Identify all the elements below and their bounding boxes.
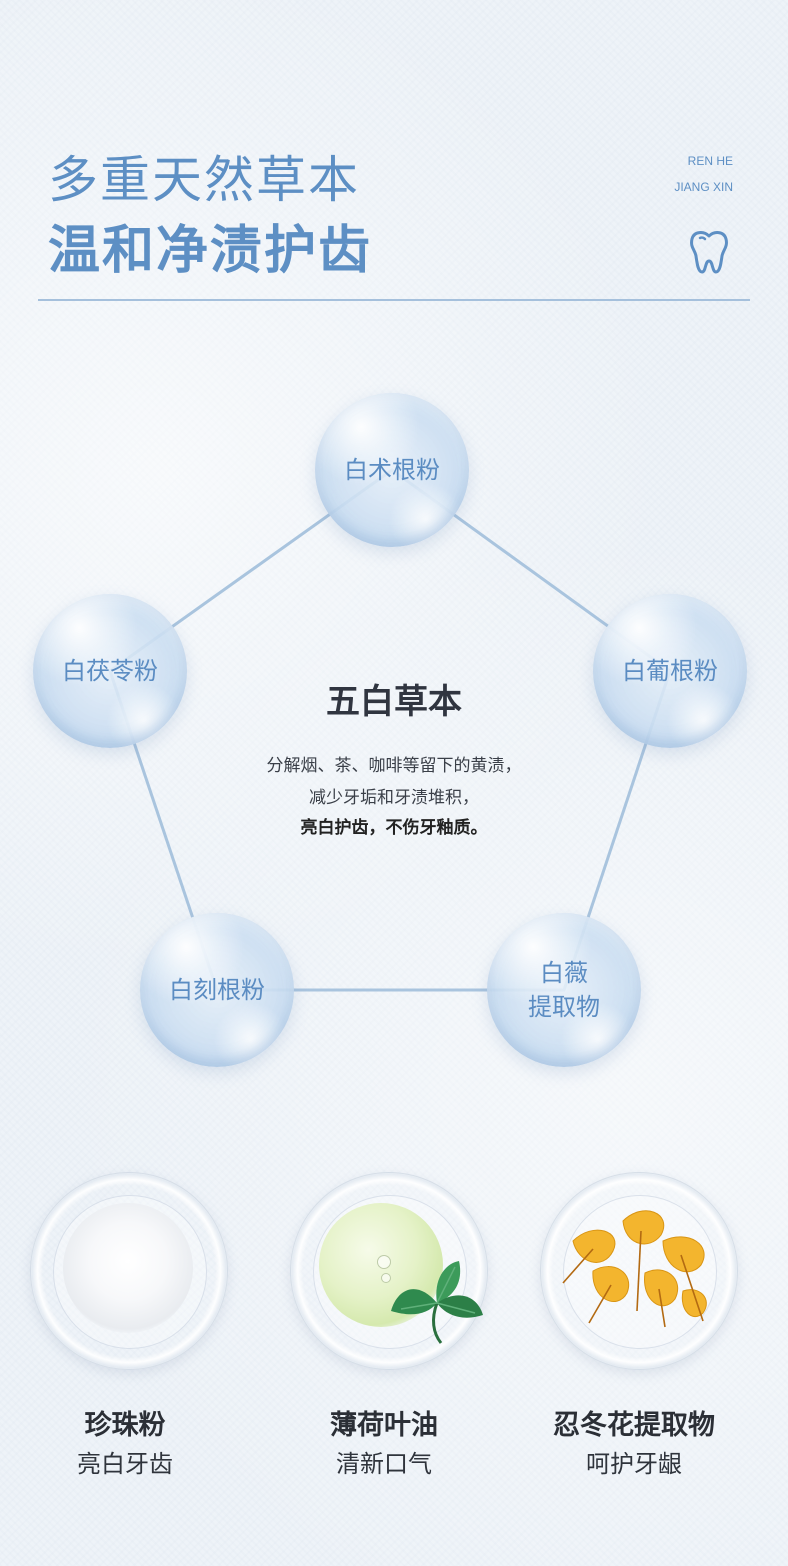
ingredient-name-mint: 薄荷叶油 xyxy=(330,1410,438,1441)
bubble-label: 白茯苓粉 xyxy=(62,657,158,685)
ingredient-benefit-pearl: 亮白牙齿 xyxy=(77,1450,173,1478)
bubble-drop xyxy=(377,1255,391,1269)
page-title-line2: 温和净渍护齿 xyxy=(48,221,373,281)
mint-oil-dish xyxy=(290,1172,488,1370)
ingredient-bubble-baike: 白刻根粉 xyxy=(140,913,294,1067)
ingredient-benefit-honeysuckle: 呵护牙龈 xyxy=(586,1450,682,1478)
ingredient-bubble-baiwei: 白薇 提取物 xyxy=(487,913,641,1067)
honeysuckle-flower-icon xyxy=(562,1210,707,1328)
description-line2: 减少牙垢和牙渍堆积， xyxy=(309,788,479,808)
ingredient-bubble-baipu: 白葡根粉 xyxy=(593,594,747,748)
header-divider xyxy=(38,299,750,301)
bubble-drop xyxy=(381,1273,391,1283)
bubble-label: 白葡根粉 xyxy=(622,657,718,685)
pearl-powder-dish xyxy=(30,1172,228,1370)
bubble-label: 白刻根粉 xyxy=(169,976,265,1004)
bubble-label: 白薇 提取物 xyxy=(528,956,600,1024)
ingredient-bubble-baizhu: 白术根粉 xyxy=(315,393,469,547)
ingredient-bubble-fuling: 白茯苓粉 xyxy=(33,594,187,748)
bubble-label-line2: 提取物 xyxy=(528,993,600,1021)
bubble-label-line1: 白薇 xyxy=(540,959,588,987)
ingredient-name-honeysuckle: 忍冬花提取物 xyxy=(553,1410,715,1441)
ingredient-benefit-mint: 清新口气 xyxy=(336,1450,432,1478)
pearl-powder-image xyxy=(63,1203,193,1333)
tooth-icon xyxy=(690,231,728,274)
brand-text-line2: JIANG XIN xyxy=(674,180,733,194)
pentagon-center-title: 五白草本 xyxy=(326,682,462,722)
bubble-label: 白术根粉 xyxy=(344,456,440,484)
brand-text-line1: REN HE xyxy=(687,154,733,168)
honeysuckle-dish xyxy=(540,1172,738,1370)
description-line1: 分解烟、茶、咖啡等留下的黄渍， xyxy=(266,756,522,776)
page-title-line1: 多重天然草本 xyxy=(48,151,360,209)
ingredient-name-pearl: 珍珠粉 xyxy=(84,1410,166,1441)
description-line3: 亮白护齿，不伤牙釉质。 xyxy=(300,818,488,838)
mint-leaf-icon xyxy=(391,1261,483,1344)
